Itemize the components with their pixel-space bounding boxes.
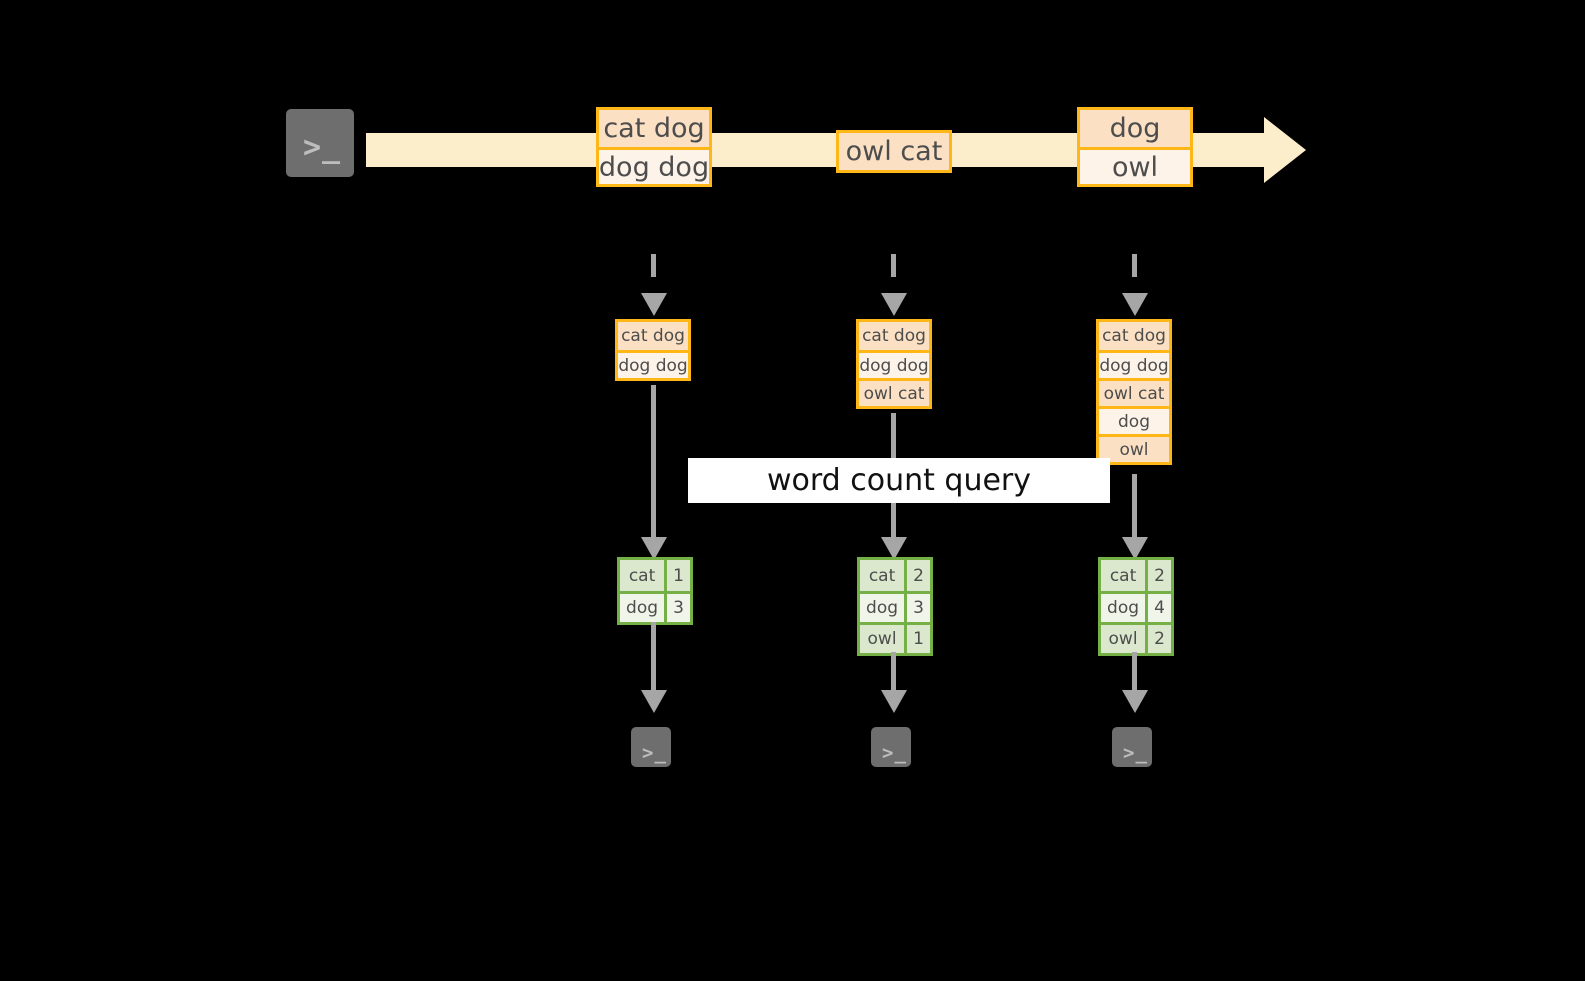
stream-event-row: owl cat (839, 133, 949, 170)
sink-connector-1 (651, 622, 656, 692)
snapshot-input-3[interactable]: cat dog dog dog owl cat dog owl (1096, 319, 1172, 465)
result-word: dog (1107, 598, 1140, 618)
snapshot-input-row: cat dog (859, 322, 929, 350)
tap-arrowhead-3 (1122, 293, 1148, 316)
result-word: dog (866, 598, 899, 618)
result-count: 1 (664, 560, 690, 591)
sink-arrowhead-2 (881, 690, 907, 713)
result-table-3[interactable]: cat 2 dog 4 owl 2 (1098, 557, 1174, 656)
sink-terminal-icon-3[interactable]: >_ (1103, 718, 1161, 776)
result-row: owl 2 (1101, 622, 1171, 653)
sink-connector-2 (891, 652, 896, 692)
result-row: dog 3 (620, 591, 690, 622)
result-row: dog 3 (860, 591, 930, 622)
stream-event-row: owl (1080, 147, 1190, 184)
result-count: 1 (904, 625, 930, 653)
stream-event-row: dog dog (599, 147, 709, 184)
event-stream-arrowhead (1264, 117, 1306, 183)
sink-arrowhead-1 (641, 690, 667, 713)
snapshot-input-row: owl cat (859, 378, 929, 406)
terminal-prompt-glyph: >_ (882, 742, 907, 764)
sink-terminal-icon-1[interactable]: >_ (622, 718, 680, 776)
snapshot-input-row: dog dog (859, 350, 929, 378)
snapshot-input-row: dog dog (618, 350, 688, 378)
query-arrowhead-2 (881, 537, 907, 560)
sink-terminal-icon-2[interactable]: >_ (862, 718, 920, 776)
terminal-prompt-glyph: >_ (642, 742, 667, 764)
source-terminal-icon[interactable]: >_ (277, 100, 363, 186)
result-row: cat 2 (860, 560, 930, 591)
result-word: cat (868, 565, 896, 586)
snapshot-input-row: owl cat (1099, 378, 1169, 406)
result-row: cat 2 (1101, 560, 1171, 591)
result-count: 3 (904, 594, 930, 622)
tap-arrowhead-1 (641, 293, 667, 316)
tap-connector-2 (891, 254, 896, 296)
result-word: dog (626, 598, 659, 618)
snapshot-input-row: cat dog (618, 322, 688, 350)
terminal-prompt-glyph: >_ (303, 130, 342, 165)
result-count: 3 (664, 594, 690, 622)
tap-arrowhead-2 (881, 293, 907, 316)
stream-event-3[interactable]: dog owl (1077, 107, 1193, 187)
query-arrowhead-1 (641, 537, 667, 560)
stream-event-2[interactable]: owl cat (836, 130, 952, 173)
snapshot-input-1[interactable]: cat dog dog dog (615, 319, 691, 381)
result-row: dog 4 (1101, 591, 1171, 622)
tap-connector-1 (651, 254, 656, 296)
stream-event-1[interactable]: cat dog dog dog (596, 107, 712, 187)
snapshot-input-row: dog (1099, 406, 1169, 434)
result-word: cat (1109, 565, 1137, 586)
stream-event-row: cat dog (599, 110, 709, 147)
query-connector-1 (651, 385, 656, 545)
result-count: 2 (1145, 625, 1171, 653)
result-row: cat 1 (620, 560, 690, 591)
query-banner-label: word count query (766, 463, 1032, 498)
result-count: 2 (1145, 560, 1171, 591)
sink-arrowhead-3 (1122, 690, 1148, 713)
result-count: 2 (904, 560, 930, 591)
result-count: 4 (1145, 594, 1171, 622)
result-table-2[interactable]: cat 2 dog 3 owl 1 (857, 557, 933, 656)
query-banner: word count query (688, 458, 1110, 503)
sink-connector-3 (1132, 652, 1137, 692)
snapshot-input-row: cat dog (1099, 322, 1169, 350)
result-word: owl (1108, 629, 1138, 649)
terminal-prompt-glyph: >_ (1123, 742, 1148, 764)
tap-connector-3 (1132, 254, 1137, 296)
snapshot-input-row: dog dog (1099, 350, 1169, 378)
result-table-1[interactable]: cat 1 dog 3 (617, 557, 693, 625)
snapshot-input-2[interactable]: cat dog dog dog owl cat (856, 319, 932, 409)
snapshot-input-row: owl (1099, 434, 1169, 462)
query-arrowhead-3 (1122, 537, 1148, 560)
result-row: owl 1 (860, 622, 930, 653)
stream-event-row: dog (1080, 110, 1190, 147)
result-word: owl (867, 629, 897, 649)
query-connector-3 (1132, 474, 1137, 545)
result-word: cat (628, 565, 656, 586)
